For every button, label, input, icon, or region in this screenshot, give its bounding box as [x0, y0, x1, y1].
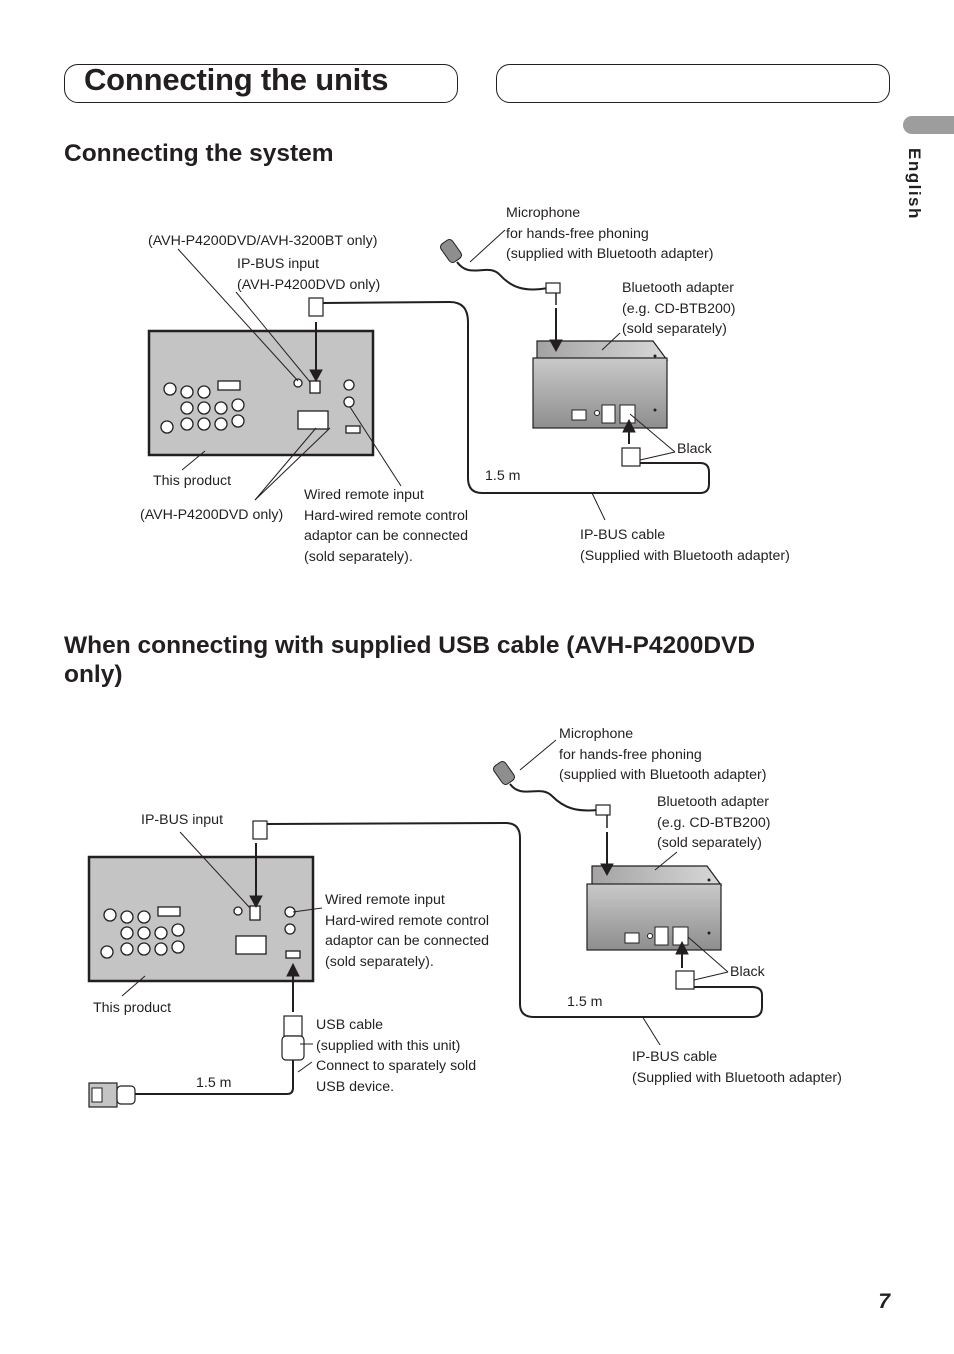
bt-adapter-label-2: Bluetooth adapter (e.g. CD-BTB200) (sold…	[657, 792, 771, 854]
model-note-label: (AVH-P4200DVD/AVH-3200BT only)	[148, 233, 378, 249]
bt-adapter2-line-1: Bluetooth adapter	[657, 794, 770, 810]
section2-heading-line1: When connecting with supplied USB cable …	[64, 632, 756, 659]
microphone-label-2: Microphone for hands-free phoning (suppl…	[559, 724, 766, 786]
microphone-line-3: (supplied with Bluetooth adapter)	[506, 246, 714, 262]
bt-adapter-line-3: (sold separately)	[622, 321, 727, 337]
usb-cable-line-1: USB cable	[316, 1017, 384, 1033]
ipbus-input-line-1: IP-BUS input	[237, 256, 320, 272]
dvd-only-label: (AVH-P4200DVD only)	[140, 507, 284, 523]
wired-remote2-line-1: Wired remote input	[325, 892, 445, 908]
this-product-label-2: This product	[93, 1000, 172, 1016]
ipbus-input-line-2: (AVH-P4200DVD only)	[237, 276, 381, 293]
diagram-2	[87, 739, 763, 1108]
bluetooth-adapter-2	[586, 865, 723, 951]
microphone-label-1: Microphone for hands-free phoning (suppl…	[506, 203, 713, 265]
connection-arrows-2	[249, 832, 689, 1012]
page-title: Connecting the units	[84, 62, 389, 97]
ipbus-cable2-line-2: (Supplied with Bluetooth adapter)	[632, 1069, 842, 1086]
ipbus-cable-label-1: IP-BUS cable (Supplied with Bluetooth ad…	[580, 525, 790, 566]
leader-lines-2	[121, 739, 729, 1073]
usb-cable	[88, 1015, 305, 1108]
black-label-2: Black	[730, 964, 765, 980]
ipbus-cable-label-2: IP-BUS cable (Supplied with Bluetooth ad…	[632, 1047, 842, 1088]
wired-remote2-line-4: (sold separately).	[325, 953, 434, 970]
section2-heading: When connecting with supplied USB cable …	[64, 631, 755, 689]
length-label-1: 1.5 m	[485, 468, 521, 484]
wired-remote-line-4: (sold separately).	[304, 548, 413, 565]
head-unit-rear-panel-2	[87, 855, 315, 983]
usb-cable-line-2: (supplied with this unit)	[316, 1037, 461, 1054]
wired-remote-line-3: adaptor can be connected	[304, 528, 469, 544]
ipbus-cable-line-2: (Supplied with Bluetooth adapter)	[580, 547, 790, 564]
wired-remote-label-2: Wired remote input Hard-wired remote con…	[325, 890, 489, 972]
ipbus-cable2-line-1: IP-BUS cable	[632, 1049, 718, 1065]
black-label-1: Black	[677, 441, 712, 457]
length-ipbus-label-2: 1.5 m	[567, 994, 603, 1010]
diagram-1	[147, 229, 710, 521]
section2-heading-line2: only)	[64, 661, 123, 688]
language-label: English	[905, 148, 924, 220]
ipbus-input-label-1: IP-BUS input (AVH-P4200DVD only)	[237, 254, 380, 295]
this-product-label-1: This product	[153, 473, 232, 489]
length-usb-label: 1.5 m	[196, 1075, 232, 1091]
ipbus-cable-line-1: IP-BUS cable	[580, 527, 666, 543]
connection-arrows-1	[309, 308, 636, 444]
microphone-1	[440, 239, 561, 305]
bt-adapter2-line-3: (sold separately)	[657, 835, 762, 851]
empty-header-frame	[496, 64, 890, 103]
wired-remote2-line-2: Hard-wired remote control	[325, 912, 490, 929]
usb-cable-label: USB cable (supplied with this unit) Conn…	[316, 1015, 476, 1097]
usb-cable-line-3: Connect to sparately sold	[316, 1058, 477, 1074]
bt-adapter-line-1: Bluetooth adapter	[622, 280, 735, 296]
wired-remote-line-2: Hard-wired remote control	[304, 507, 469, 524]
microphone2-line-2: for hands-free phoning	[559, 746, 702, 763]
ipbus-input-label-2: IP-BUS input	[141, 812, 224, 828]
microphone2-line-1: Microphone	[559, 726, 634, 742]
microphone-line-2: for hands-free phoning	[506, 225, 649, 242]
wired-remote2-line-3: adaptor can be connected	[325, 933, 490, 949]
head-unit-rear-panel-1	[147, 329, 375, 457]
bt-adapter-label-1: Bluetooth adapter (e.g. CD-BTB200) (sold…	[622, 278, 736, 340]
wired-remote-label-1: Wired remote input Hard-wired remote con…	[304, 485, 468, 567]
bluetooth-adapter-1	[532, 340, 669, 429]
wired-remote-line-1: Wired remote input	[304, 487, 424, 503]
bt-adapter-line-2: (e.g. CD-BTB200)	[622, 300, 736, 317]
microphone-2	[493, 761, 611, 828]
language-tab	[903, 116, 954, 134]
microphone2-line-3: (supplied with Bluetooth adapter)	[559, 767, 767, 783]
page-number: 7	[878, 1290, 890, 1313]
ipbus-plug-1	[308, 297, 710, 494]
section1-heading: Connecting the system	[64, 140, 334, 167]
usb-cable-line-4: USB device.	[316, 1078, 395, 1095]
title-frame	[64, 64, 458, 103]
microphone-line-1: Microphone	[506, 205, 581, 221]
bt-adapter2-line-2: (e.g. CD-BTB200)	[657, 814, 771, 831]
leader-lines-1	[177, 229, 676, 521]
